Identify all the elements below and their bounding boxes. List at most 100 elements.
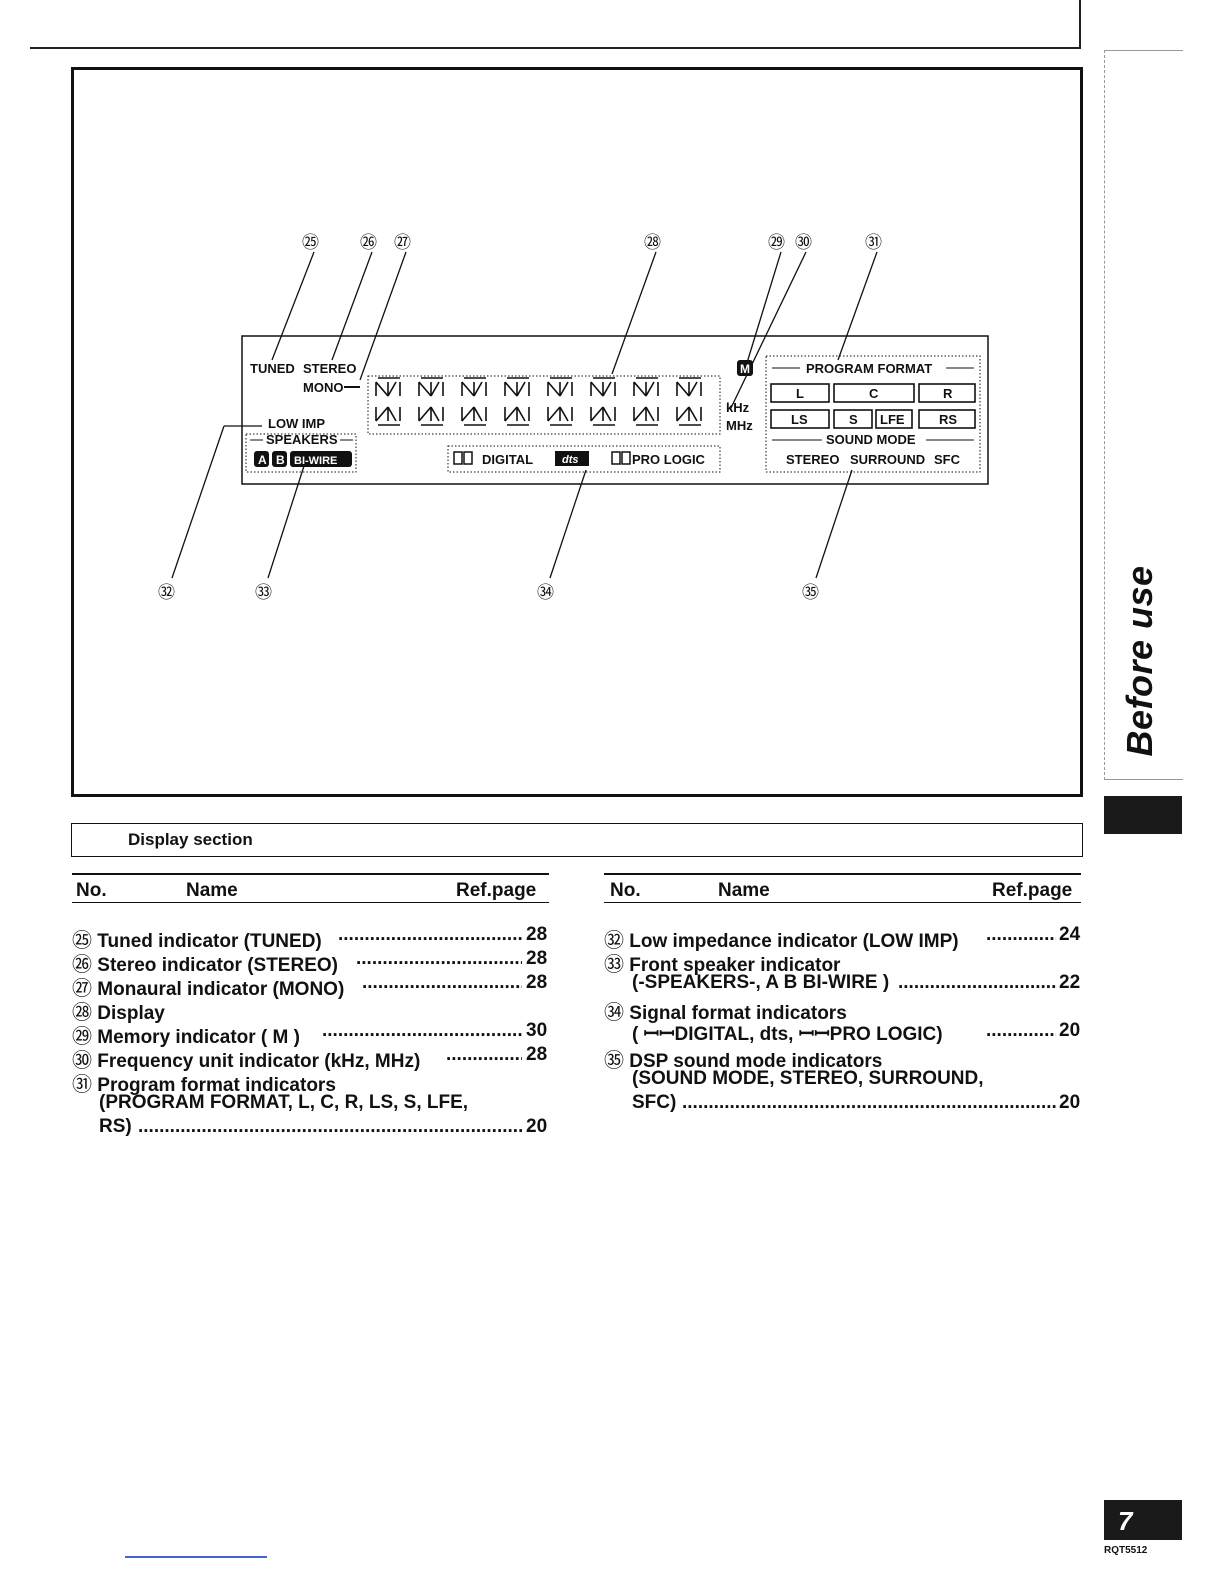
- display-figure: [71, 67, 1083, 797]
- callout-32: ㉜: [158, 583, 175, 603]
- list-item-continuation: (PROGRAM FORMAT, L, C, R, LS, S, LFE,: [99, 1092, 469, 1113]
- caption-text: Display section: [128, 830, 253, 849]
- leader-dots: ........................................…: [362, 972, 522, 993]
- list-item: ㉖ Stereo indicator (STEREO): [72, 952, 338, 976]
- side-tab-strip: [1104, 50, 1183, 780]
- lcd-ch-r: R: [943, 386, 953, 401]
- top-vertical-rule: [1079, 0, 1081, 49]
- lcd-panel: [241, 335, 989, 485]
- lcd-ch-lfe: LFE: [880, 412, 905, 427]
- page-number-box: 7: [1104, 1500, 1182, 1540]
- list-item-continuation: RS): [99, 1116, 132, 1137]
- list-item-continuation: ( ꟷꟷDIGITAL, dts, ꟷꟷPRO LOGIC): [632, 1024, 943, 1045]
- callout-31: ㉛: [865, 233, 882, 253]
- callout-29: ㉙: [768, 233, 785, 253]
- segment-display: [367, 375, 721, 435]
- figure-caption: Display section: [71, 823, 1083, 857]
- list-item: ㉞ Signal format indicators: [604, 1000, 847, 1024]
- ref-page: 28: [526, 948, 548, 969]
- header-name-left: Name: [186, 880, 238, 901]
- ref-page: 28: [526, 1044, 548, 1065]
- lcd-pro-logic: PRO LOGIC: [632, 452, 706, 467]
- ref-page: 30: [526, 1020, 548, 1041]
- header-ref-left: Ref.page: [456, 880, 537, 901]
- list-item: ㉛ Program format indicators: [72, 1072, 336, 1096]
- leader-dots: ........................................…: [682, 1092, 1056, 1113]
- leader-dots: ........................................…: [138, 1116, 522, 1137]
- ref-page: 20: [1059, 1092, 1081, 1113]
- display-diagram: ㉕ ㉖ ㉗ ㉘ ㉙ ㉚ ㉛ ㉜ ㉝ ㉞ ㉟ TUNED STEREO MONO …: [158, 233, 989, 603]
- callout-26: ㉖: [360, 233, 377, 253]
- leader-dots: ........................................…: [446, 1044, 522, 1065]
- ref-page: 20: [1059, 1020, 1081, 1041]
- callout-30: ㉚: [795, 233, 812, 253]
- leader-dots: ........................................…: [356, 948, 522, 969]
- ref-page: 22: [1059, 972, 1081, 993]
- header-no-left: No.: [76, 880, 107, 901]
- table-top-rule-left: [72, 873, 549, 875]
- header-ref-right: Ref.page: [992, 880, 1073, 901]
- lcd-ch-ls: LS: [791, 412, 808, 427]
- lcd-mhz: MHz: [726, 418, 753, 433]
- lcd-dts: dts: [562, 454, 579, 466]
- lcd-mono: MONO: [303, 380, 343, 395]
- segment-digits: [375, 377, 702, 426]
- leader-lines: [171, 251, 878, 579]
- lcd-speakers: SPEAKERS: [266, 432, 338, 447]
- signal-format-group: [447, 445, 721, 473]
- list-item: ㉘ Display: [72, 1000, 165, 1024]
- lcd-sm-sfc: SFC: [934, 452, 961, 467]
- list-item: ㉕ Tuned indicator (TUNED): [72, 928, 322, 952]
- ref-page: 24: [1059, 924, 1081, 945]
- lcd-spk-b: B: [276, 453, 285, 467]
- ref-page: 20: [526, 1116, 548, 1137]
- side-tab-marker: [1104, 796, 1182, 834]
- callout-27: ㉗: [394, 233, 411, 253]
- table-header-rule-right: [604, 902, 1081, 903]
- lcd-low-imp: LOW IMP: [268, 416, 325, 431]
- header-name-right: Name: [718, 880, 770, 901]
- lcd-ch-s: S: [849, 412, 858, 427]
- list-item-continuation: (SOUND MODE, STEREO, SURROUND,: [632, 1068, 984, 1089]
- lcd-digital: DIGITAL: [482, 452, 533, 467]
- lcd-khz: kHz: [726, 400, 750, 415]
- table-top-rule-right: [604, 873, 1081, 875]
- callout-34: ㉞: [537, 583, 554, 603]
- leader-dots: ........................................…: [338, 924, 522, 945]
- bottom-mark: [125, 1556, 267, 1558]
- lcd-memory: M: [740, 362, 750, 376]
- callout-33: ㉝: [255, 583, 272, 603]
- table-header-rule-left: [72, 902, 549, 903]
- list-item-continuation: (-SPEAKERS-, A B BI-WIRE ): [632, 972, 890, 993]
- lcd-sm-stereo: STEREO: [786, 452, 839, 467]
- list-item-continuation: SFC): [632, 1092, 677, 1113]
- callout-35: ㉟: [802, 583, 819, 603]
- doc-code: RQT5512: [1104, 1545, 1148, 1556]
- program-format-group: [765, 355, 981, 473]
- page-number: 7: [1118, 1506, 1133, 1536]
- leader-dots: ........................................…: [898, 972, 1056, 993]
- lcd-ch-c: C: [869, 386, 879, 401]
- list-item: ㉚ Frequency unit indicator (kHz, MHz): [72, 1048, 421, 1072]
- lcd-biwire: BI-WIRE: [294, 455, 337, 467]
- ref-page: 28: [526, 972, 548, 993]
- lcd-spk-a: A: [258, 453, 267, 467]
- header-no-right: No.: [610, 880, 641, 901]
- lcd-ch-rs: RS: [939, 412, 957, 427]
- lcd-tuned: TUNED: [250, 361, 295, 376]
- callout-25: ㉕: [302, 233, 319, 253]
- speakers-group: [245, 433, 357, 473]
- top-rule: [30, 47, 1080, 49]
- lcd-ch-l: L: [796, 386, 804, 401]
- list-item: ㉙ Memory indicator ( M ): [72, 1024, 300, 1048]
- leader-dots: ........................................…: [322, 1020, 522, 1041]
- list-item: ㉜ Low impedance indicator (LOW IMP): [604, 928, 959, 952]
- list-item: ㉗ Monaural indicator (MONO): [72, 976, 345, 1000]
- lcd-sm-surround: SURROUND: [850, 452, 925, 467]
- list-item: ㉟ DSP sound mode indicators: [604, 1048, 883, 1072]
- lcd-program-format: PROGRAM FORMAT: [806, 361, 932, 376]
- callout-28: ㉘: [644, 233, 661, 253]
- lcd-sound-mode: SOUND MODE: [826, 432, 916, 447]
- lcd-stereo: STEREO: [303, 361, 356, 376]
- list-item: ㉝ Front speaker indicator: [604, 952, 841, 976]
